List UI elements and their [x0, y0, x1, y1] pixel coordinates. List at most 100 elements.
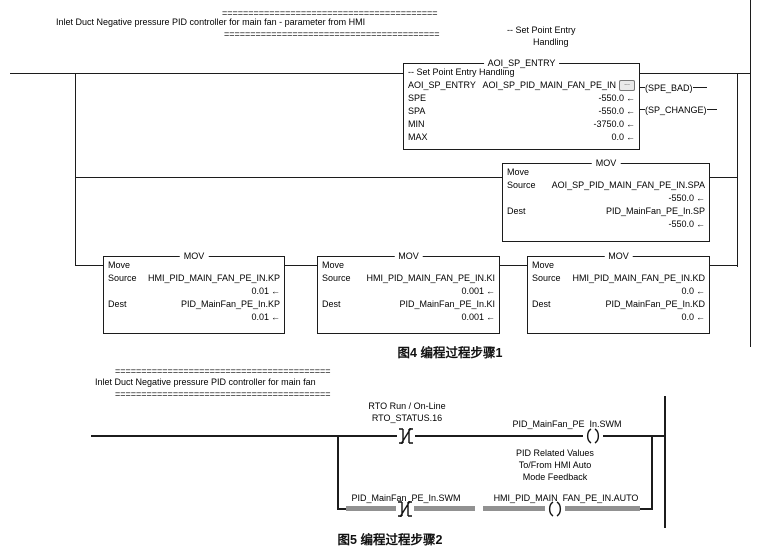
wire	[75, 177, 502, 178]
param-value[interactable]: -550.0	[598, 93, 624, 103]
dest-value[interactable]: -550.0	[668, 219, 694, 229]
source-tag[interactable]: HMI_PID_MAIN_FAN_PE_IN.KD	[572, 273, 705, 283]
param-value[interactable]: -550.0	[598, 106, 624, 116]
power-rail-right	[664, 396, 666, 528]
source-tag[interactable]: HMI_PID_MAIN_FAN_PE_IN.KP	[147, 273, 280, 283]
contact-comment: RTO Run / On-Line	[368, 401, 446, 411]
param-row: SPA -550.0←	[404, 105, 639, 118]
value-arrow-icon: ←	[626, 106, 635, 116]
wire	[706, 109, 717, 110]
source-value[interactable]: -550.0	[668, 193, 694, 203]
branch-comment-line: To/From HMI Auto	[518, 460, 592, 470]
instruction-title: MOV	[604, 251, 633, 262]
coil-tag[interactable]: HMI_PID_MAIN_FAN_PE_IN.AUTO	[493, 493, 639, 503]
highlighted-rung-segment	[563, 506, 640, 511]
source-value[interactable]: 0.001	[461, 286, 484, 296]
figure5-caption: 图5 编程过程步骤2	[337, 533, 443, 547]
value-arrow-icon: ←	[696, 193, 705, 203]
xio-contact-icon[interactable]	[397, 428, 415, 444]
aoi-description: -- Set Point Entry Handling	[408, 67, 515, 77]
wire	[692, 87, 707, 88]
dest-label: Dest	[322, 299, 341, 309]
aoi-type-label: AOI_SP_ENTRY	[408, 80, 476, 90]
value-arrow-icon: ←	[626, 119, 635, 129]
wire	[638, 73, 751, 74]
dest-tag[interactable]: PID_MainFan_PE_In.KD	[605, 299, 705, 309]
param-row: MIN -3750.0←	[404, 118, 639, 131]
instruction-title: MOV	[591, 158, 621, 169]
source-value[interactable]: 0.01	[251, 286, 269, 296]
branch-wire	[737, 73, 738, 267]
branch-comment-line: Mode Feedback	[522, 472, 588, 482]
wire	[639, 87, 645, 88]
wire	[413, 435, 585, 437]
aoi-tag[interactable]: AOI_SP_PID_MAIN_FAN_PE_IN	[482, 80, 616, 90]
mov-op-label: Move	[507, 167, 530, 177]
value-arrow-icon: ←	[486, 286, 495, 296]
param-name: MIN	[408, 119, 425, 129]
setpoint-note-line2: Handling	[533, 37, 569, 47]
rung-comment-divider: ========================================…	[115, 366, 331, 376]
mov-instruction-block[interactable]: MOV Move Source HMI_PID_MAIN_FAN_PE_IN.K…	[317, 251, 500, 334]
param-value[interactable]: -3750.0	[593, 119, 624, 129]
wire	[498, 265, 527, 266]
coil-tag[interactable]: PID_MainFan_PE_In.SWM	[512, 419, 622, 429]
wire	[283, 265, 317, 266]
ote-coil-icon[interactable]	[583, 428, 603, 444]
source-label: Source	[322, 273, 351, 283]
rung-comment-text: Inlet Duct Negative pressure PID control…	[56, 17, 366, 27]
rung-comment-divider: ========================================…	[224, 29, 440, 39]
dest-tag[interactable]: PID_MainFan_PE_In.KP	[180, 299, 280, 309]
aoi-output-sp-change[interactable]: (SP_CHANGE)	[639, 104, 717, 115]
param-name: SPA	[408, 106, 426, 116]
source-tag[interactable]: HMI_PID_MAIN_FAN_PE_IN.KI	[366, 273, 495, 283]
mov-instruction-block[interactable]: MOV Move Source HMI_PID_MAIN_FAN_PE_IN.K…	[527, 251, 710, 334]
aoi-output-spe-bad[interactable]: (SPE_BAD)	[639, 82, 707, 93]
mov-op-label: Move	[532, 260, 555, 270]
mov-instruction-block[interactable]: MOV Move Source AOI_SP_PID_MAIN_FAN_PE_I…	[502, 158, 710, 242]
setpoint-note-line1: -- Set Point Entry	[507, 25, 576, 35]
value-arrow-icon: ←	[696, 286, 705, 296]
wire	[640, 508, 652, 510]
dest-tag[interactable]: PID_MainFan_PE_In.SP	[605, 206, 705, 216]
contact-tag[interactable]: RTO_STATUS.16	[371, 413, 443, 423]
output-coil-label: (SPE_BAD)	[645, 82, 693, 93]
wire	[75, 265, 103, 266]
dest-value[interactable]: 0.0	[681, 312, 694, 322]
value-arrow-icon: ←	[271, 312, 280, 322]
param-name: MAX	[408, 132, 428, 142]
source-label: Source	[507, 180, 536, 190]
power-rail-right	[750, 0, 751, 347]
param-row: SPE -550.0←	[404, 92, 639, 105]
xio-contact-icon[interactable]	[396, 501, 414, 517]
mov-instruction-block[interactable]: MOV Move Source HMI_PID_MAIN_FAN_PE_IN.K…	[103, 251, 285, 334]
figure4-caption: 图4 编程过程步骤1	[397, 346, 503, 360]
instruction-title: AOI_SP_ENTRY	[483, 58, 560, 69]
contact-tag[interactable]: PID_MainFan_PE_In.SWM	[351, 493, 461, 503]
dest-value[interactable]: 0.01	[251, 312, 269, 322]
rung-comment-divider: ========================================…	[222, 8, 438, 18]
value-arrow-icon: ←	[626, 132, 635, 142]
aoi-instruction-block[interactable]: AOI_SP_ENTRY -- Set Point Entry Handling…	[403, 58, 640, 150]
dest-label: Dest	[507, 206, 526, 216]
wire	[91, 435, 399, 437]
wire	[337, 508, 347, 510]
highlighted-rung-segment	[346, 506, 397, 511]
ellipsis-button[interactable]: ...	[619, 80, 635, 92]
wire	[708, 177, 737, 178]
dest-tag[interactable]: PID_MainFan_PE_In.KI	[399, 299, 495, 309]
source-tag[interactable]: AOI_SP_PID_MAIN_FAN_PE_IN.SPA	[551, 180, 705, 190]
ote-coil-icon[interactable]	[545, 501, 565, 517]
branch-wire	[651, 435, 653, 510]
branch-wire	[337, 435, 339, 510]
wire	[708, 265, 737, 266]
value-arrow-icon: ←	[271, 286, 280, 296]
rung-comment-text: Inlet Duct Negative pressure PID control…	[95, 377, 316, 387]
value-arrow-icon: ←	[696, 312, 705, 322]
wire	[10, 73, 403, 74]
value-arrow-icon: ←	[626, 93, 635, 103]
param-value[interactable]: 0.0	[611, 132, 624, 142]
source-label: Source	[108, 273, 137, 283]
source-value[interactable]: 0.0	[681, 286, 694, 296]
dest-value[interactable]: 0.001	[461, 312, 484, 322]
